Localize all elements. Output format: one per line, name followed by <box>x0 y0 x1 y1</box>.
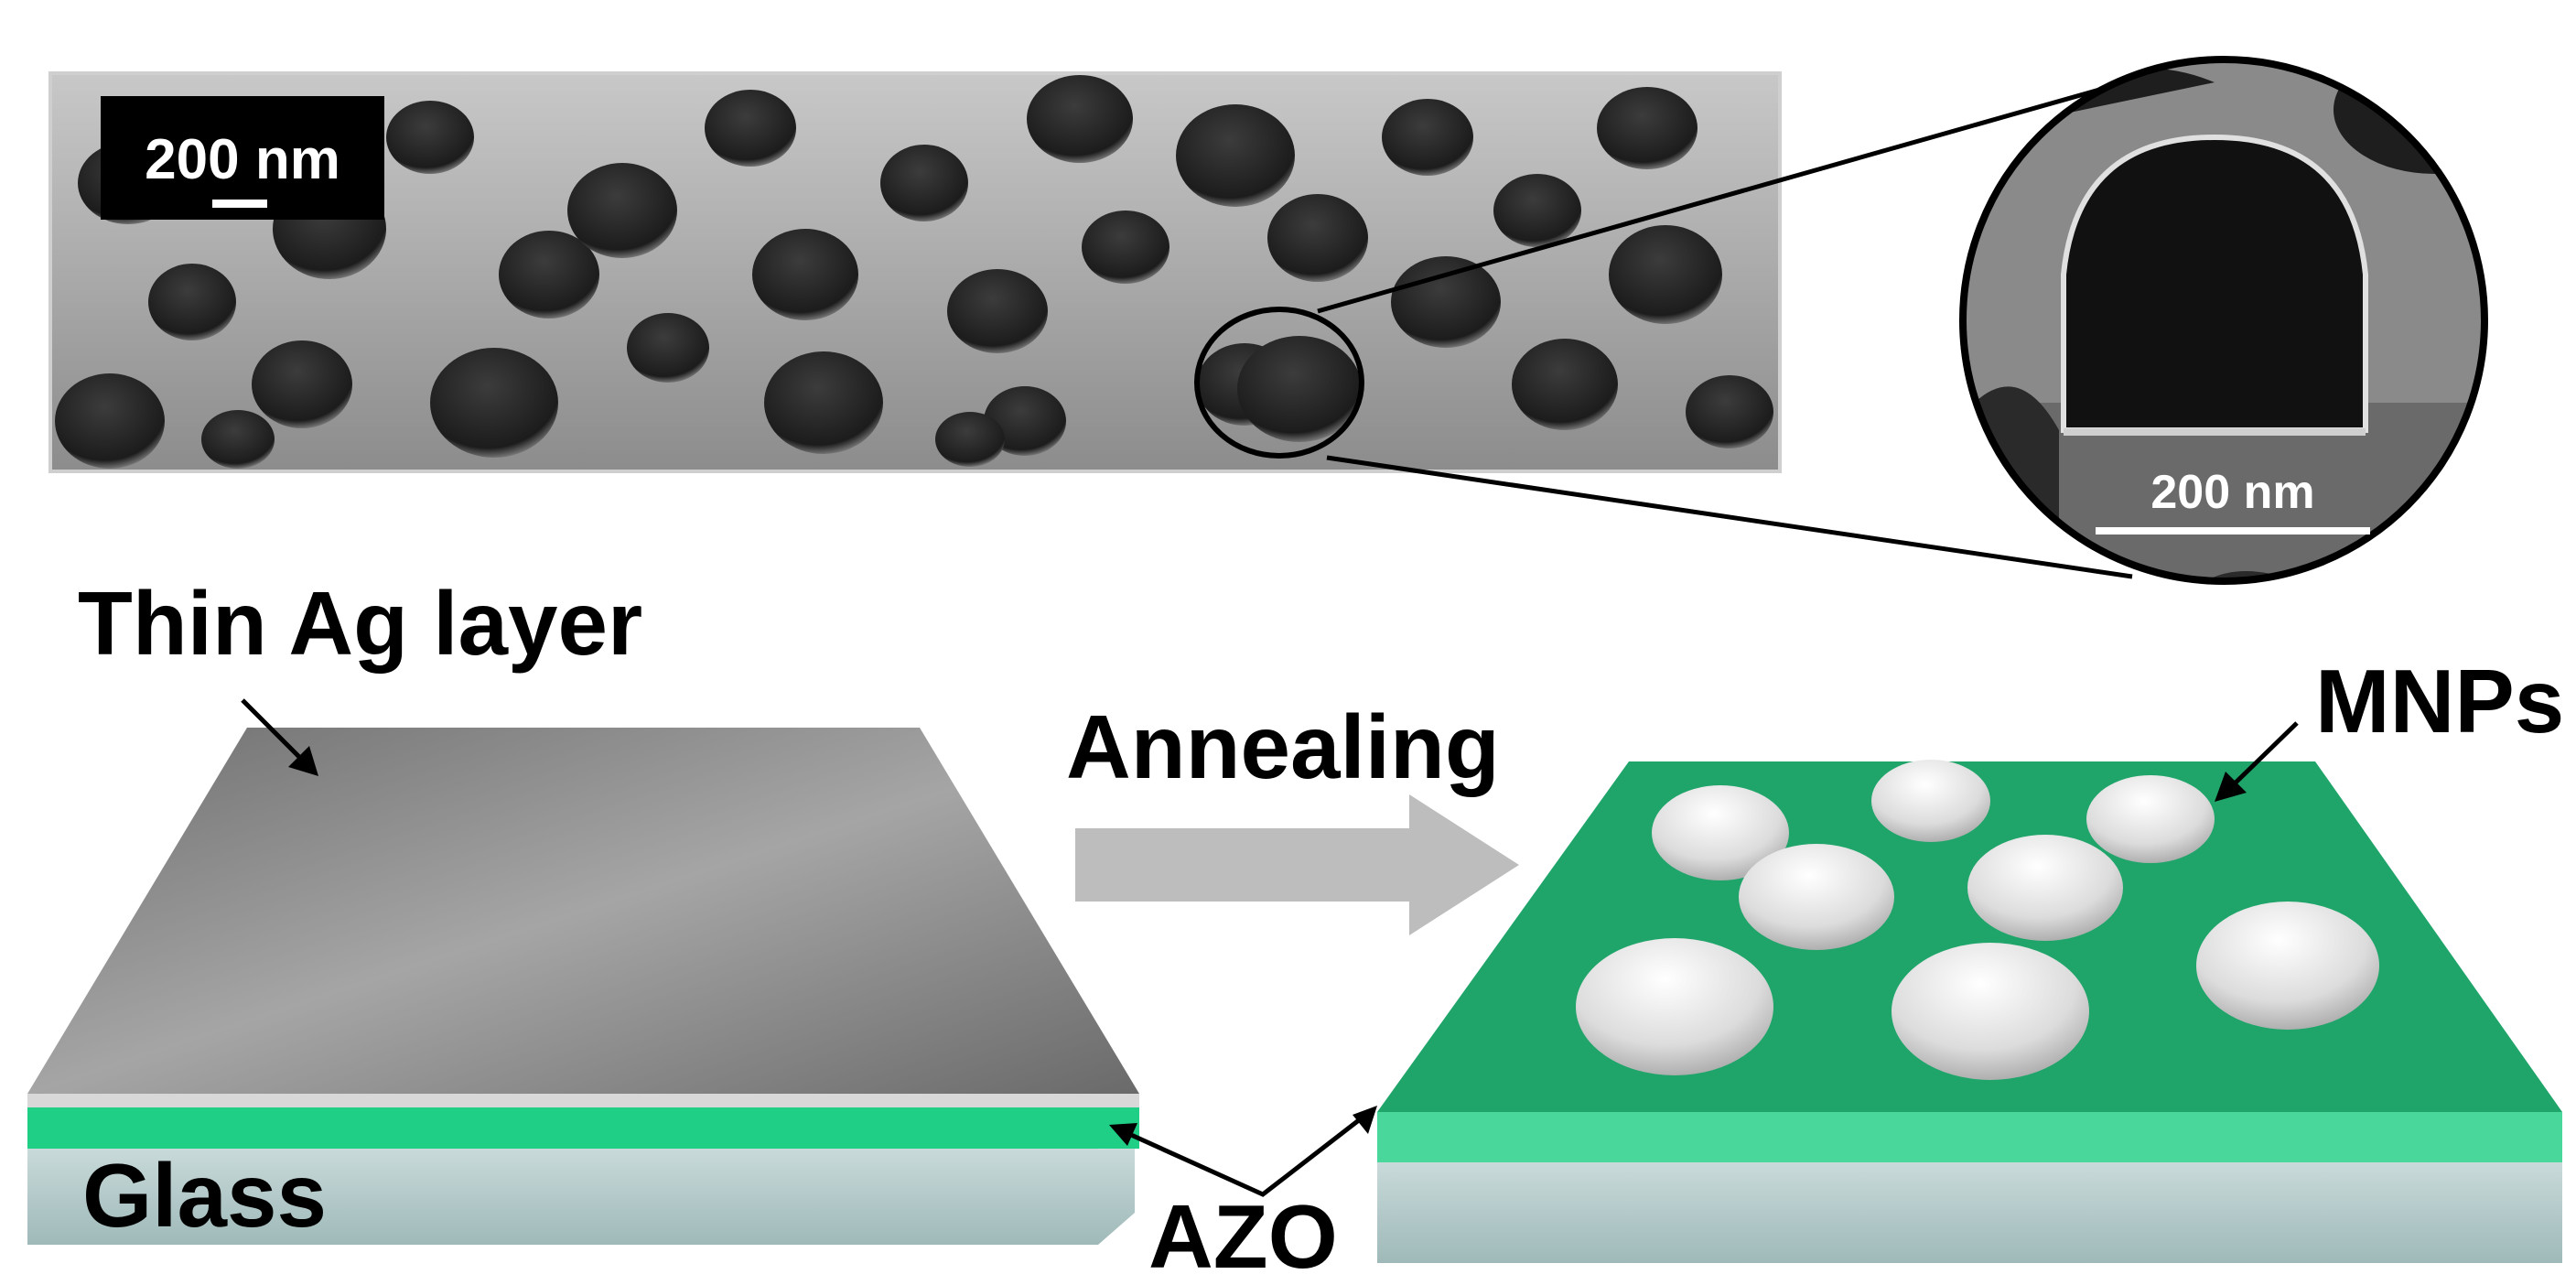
label-glass: Glass <box>82 1145 327 1246</box>
right-azo-layer <box>1377 1112 2562 1162</box>
sem-inset: 200 nm <box>1958 46 2535 604</box>
azo-pointer-lines <box>1121 1117 1363 1194</box>
scale-bar-main-label: 200 nm <box>145 128 340 191</box>
left-azo-layer <box>27 1107 1139 1149</box>
annealing-arrow <box>1075 794 1519 935</box>
sem-image: 200 nm <box>50 73 1780 471</box>
scale-bar-inset-label: 200 nm <box>2150 466 2314 519</box>
left-ag-film <box>27 728 1139 1094</box>
scale-bar-main-line <box>212 200 267 208</box>
scale-bar-inset-line <box>2096 527 2370 535</box>
label-azo: AZO <box>1148 1186 1338 1285</box>
label-thin-ag-layer: Thin Ag layer <box>78 573 642 674</box>
label-annealing: Annealing <box>1066 696 1500 797</box>
right-stack <box>1377 760 2562 1263</box>
right-glass-layer <box>1377 1162 2562 1263</box>
label-mnps: MNPs <box>2315 651 2564 751</box>
